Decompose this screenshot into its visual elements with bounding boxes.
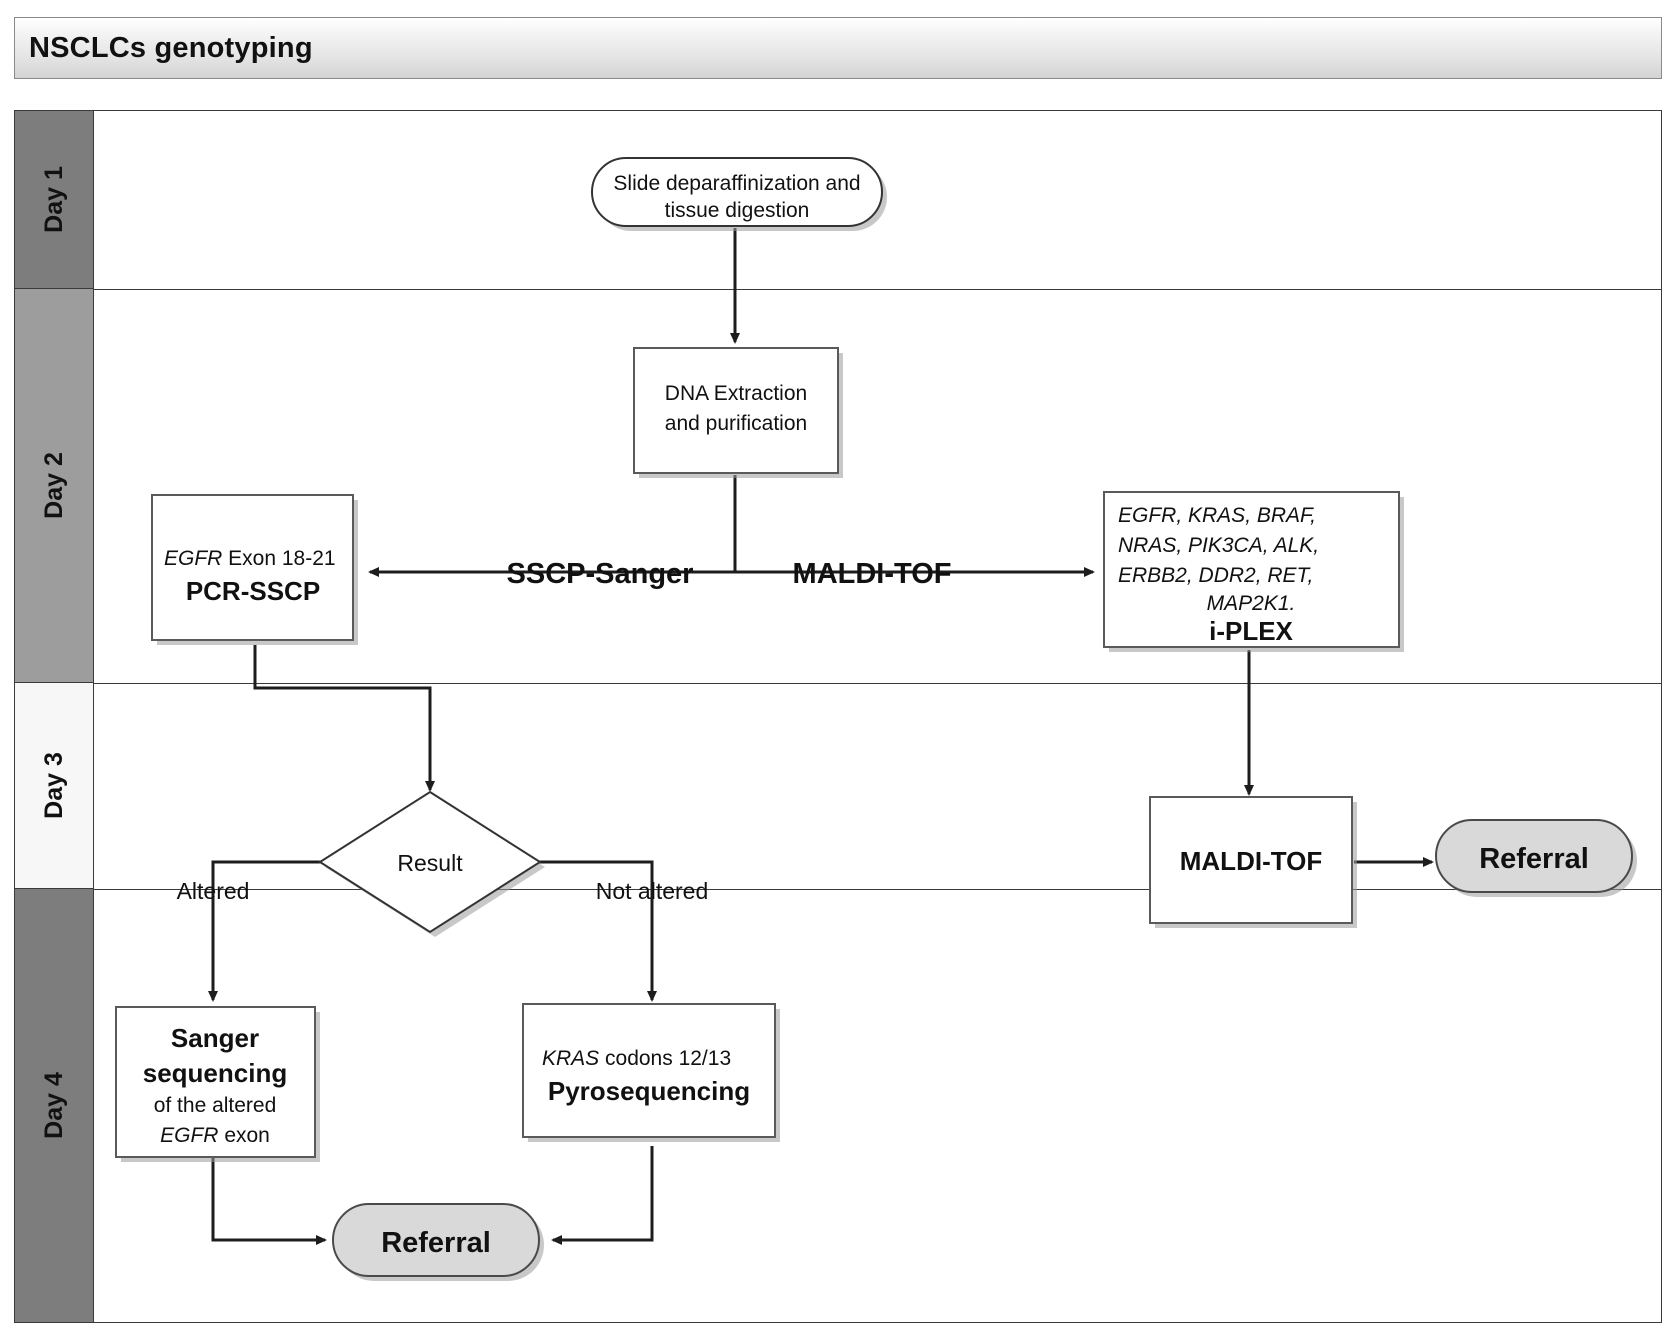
page-title: NSCLCs genotyping — [29, 31, 313, 64]
day-lane-column: Day 1 Day 2 Day 3 Day 4 — [15, 111, 94, 1322]
lane-day-2: Day 2 — [15, 289, 94, 683]
lane-day-3-label: Day 3 — [39, 752, 68, 819]
lane-day-4: Day 4 — [15, 889, 94, 1322]
lane-separator-3 — [94, 889, 1661, 890]
lane-day-3: Day 3 — [15, 683, 94, 889]
lane-day-2-label: Day 2 — [39, 452, 68, 519]
lane-day-1: Day 1 — [15, 111, 94, 289]
lane-separator-2 — [94, 683, 1661, 684]
diagram-frame — [14, 110, 1662, 1323]
lane-separator-1 — [94, 289, 1661, 290]
lane-day-4-label: Day 4 — [39, 1072, 68, 1139]
diagram-title-bar: NSCLCs genotyping — [14, 17, 1662, 79]
lane-day-1-label: Day 1 — [39, 166, 68, 233]
